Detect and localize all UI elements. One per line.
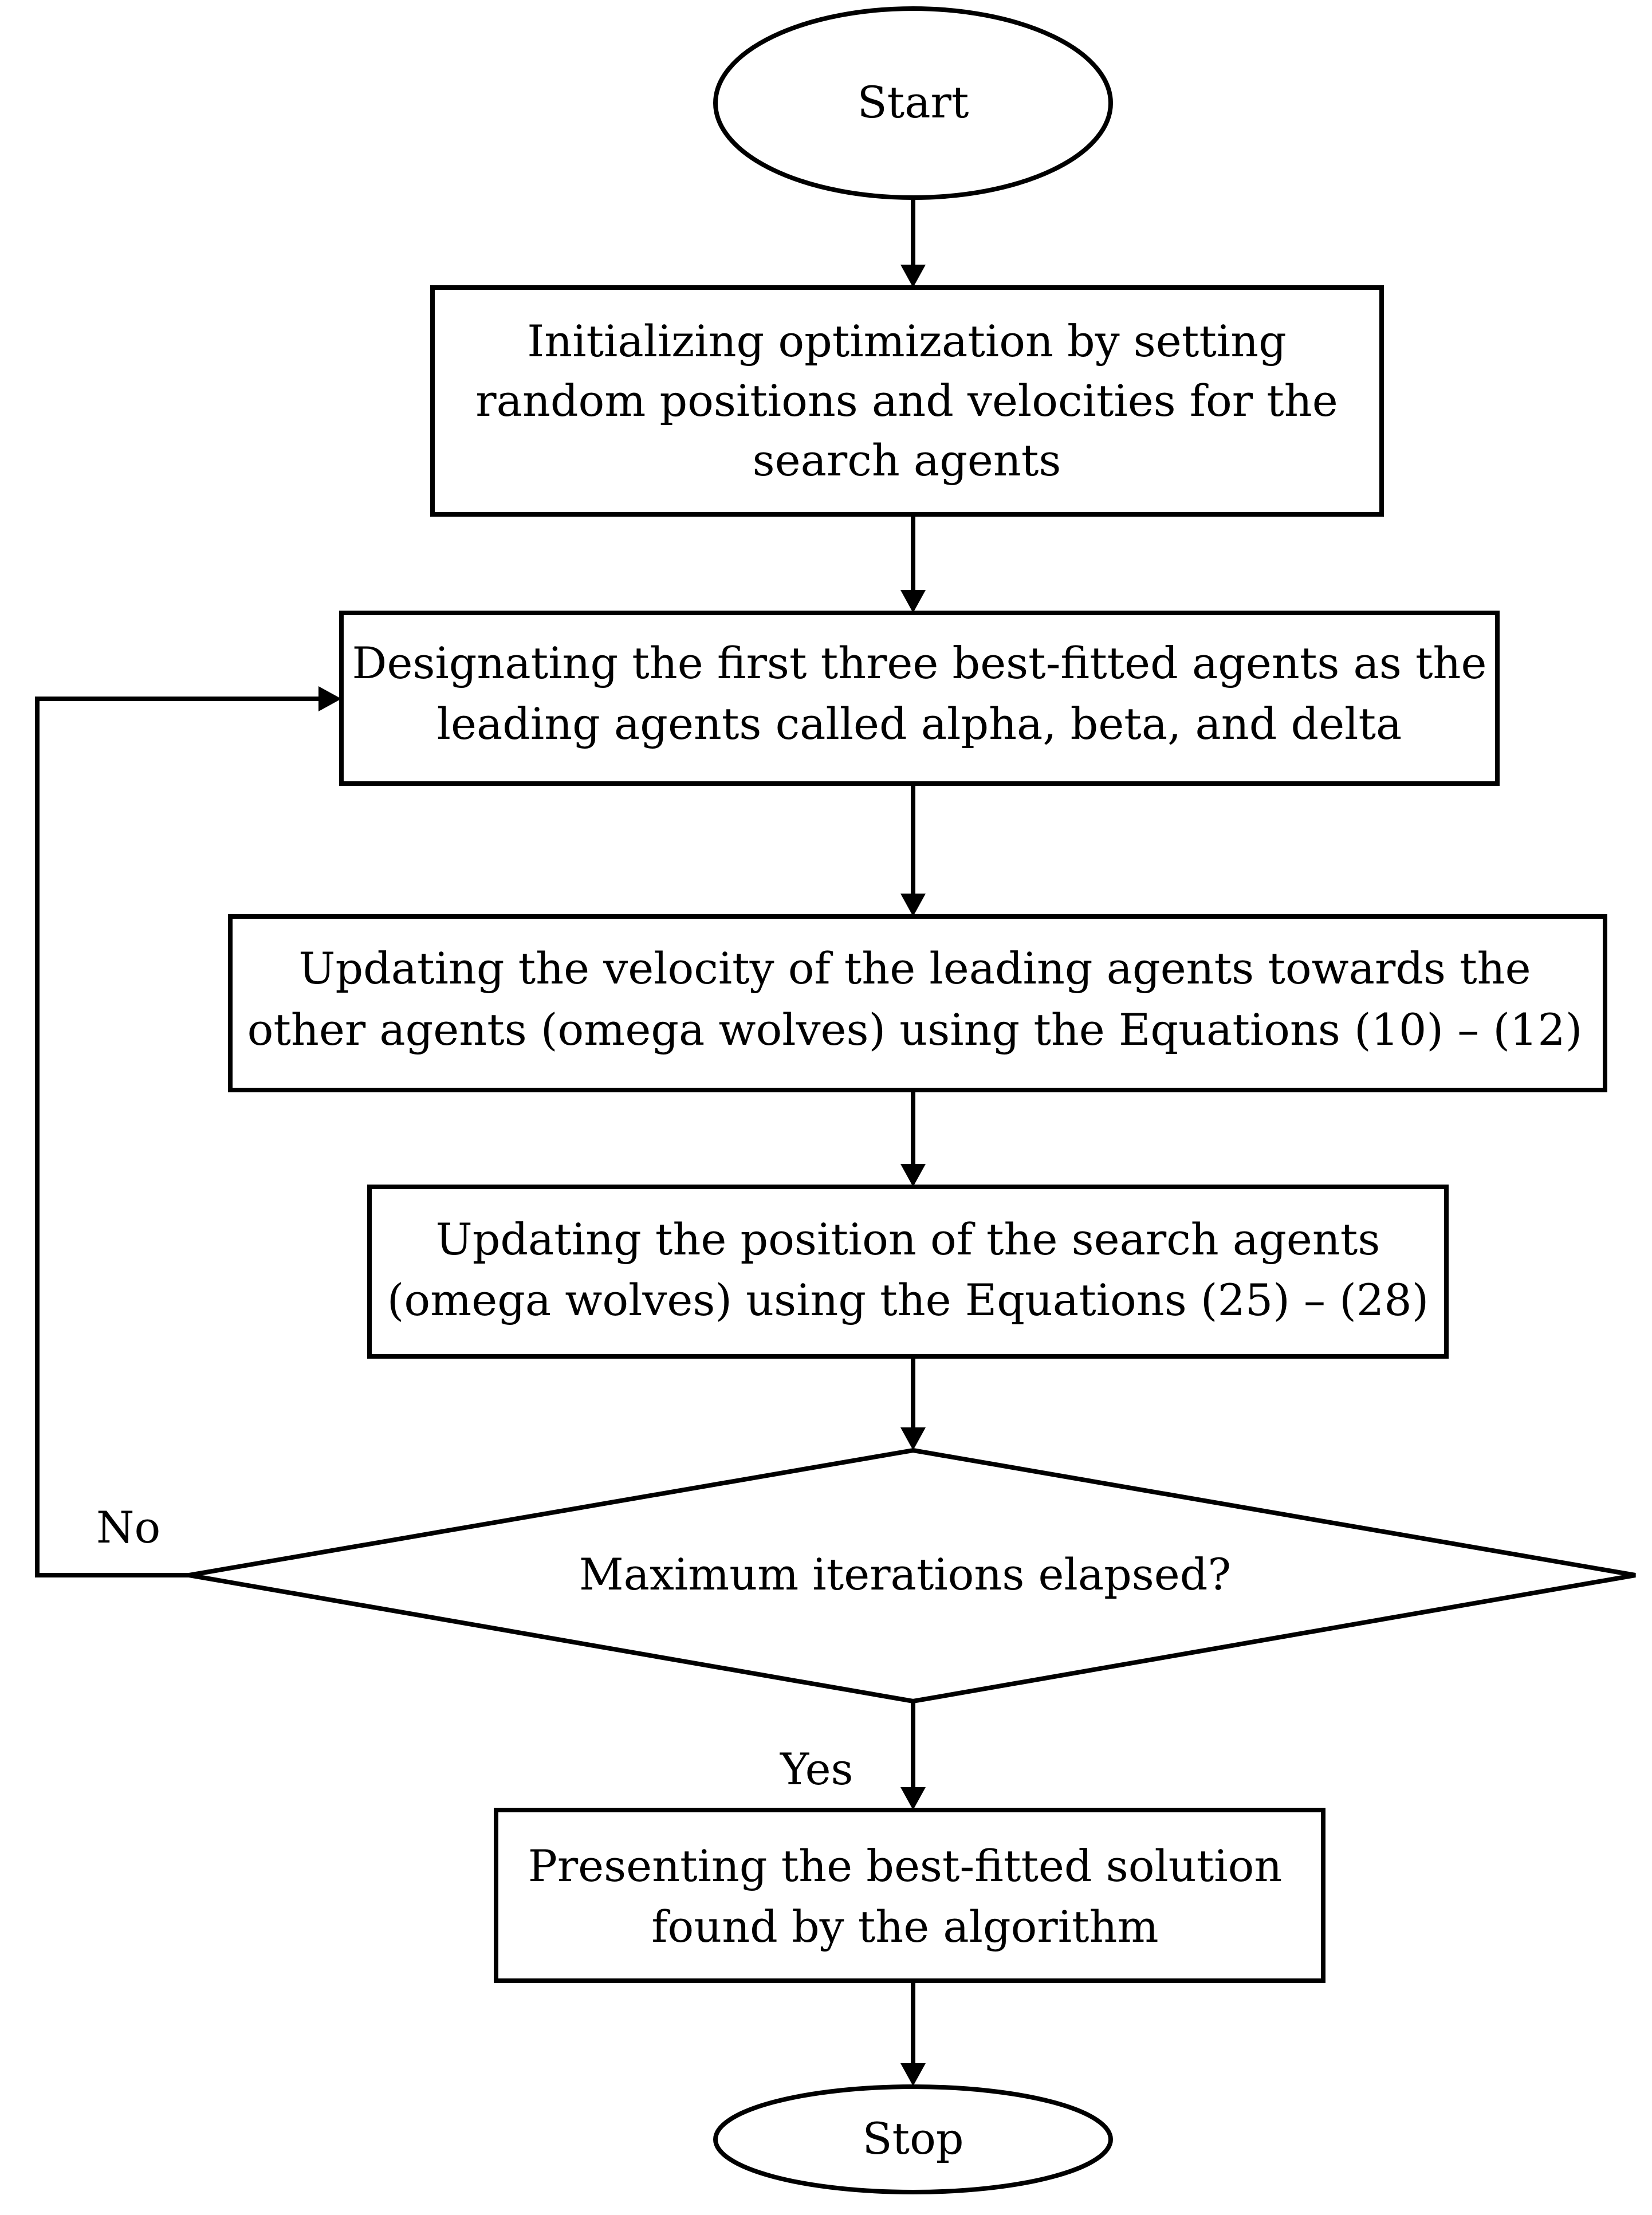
designate-process-line-1: Designating the first three best-fitted …	[352, 638, 1487, 689]
designate-process: Designating the first three best-fitted …	[339, 611, 1500, 786]
stop-terminator-label: Stop	[862, 2113, 963, 2164]
edge-decision-no-loop	[35, 697, 328, 1577]
init-process-shape	[430, 285, 1384, 517]
update-position-process-line-2: (omega wolves) using the Equations (25) …	[387, 1274, 1429, 1325]
arrowhead-update-velocity-to-update-position	[900, 1164, 926, 1187]
start-terminator-shape	[713, 6, 1113, 200]
start-terminator: Start	[713, 6, 1113, 200]
update-velocity-process-shape	[228, 914, 1607, 1092]
present-process-line-1: Presenting the best-fitted solution	[528, 1840, 1283, 1891]
update-velocity-process-line-1: Updating the velocity of the leading age…	[298, 943, 1531, 994]
edge-label-no: No	[96, 1502, 160, 1553]
decision-diamond-shape	[188, 1447, 1636, 1704]
arrowhead-decision-no-loop	[318, 686, 341, 711]
init-process-line-2: random positions and velocities for the	[475, 375, 1338, 426]
update-velocity-process: Updating the velocity of the leading age…	[228, 914, 1607, 1092]
designate-process-shape	[339, 611, 1500, 786]
present-process-line-2: found by the algorithm	[651, 1901, 1158, 1952]
present-process-shape	[494, 1808, 1325, 1983]
arrowhead-update-position-to-decision	[900, 1427, 926, 1450]
designate-process-line-2: leading agents called alpha, beta, and d…	[437, 698, 1402, 749]
arrowhead-init-to-designate	[900, 590, 926, 613]
connectors	[35, 198, 926, 2086]
update-position-process-line-1: Updating the position of the search agen…	[436, 1214, 1380, 1265]
arrowhead-present-to-stop	[900, 2063, 926, 2086]
init-process-line-3: search agents	[753, 435, 1061, 486]
stop-terminator: Stop	[713, 2084, 1113, 2194]
present-process: Presenting the best-fitted solution foun…	[494, 1808, 1325, 1983]
arrowhead-designate-to-update-velocity	[900, 894, 926, 916]
init-process-line-1: Initializing optimization by setting	[527, 316, 1287, 367]
decision-diamond: Maximum iterations elapsed?	[188, 1447, 1636, 1704]
update-position-process-shape	[367, 1185, 1449, 1359]
arrowhead-start-to-init	[900, 265, 926, 288]
start-terminator-label: Start	[858, 77, 969, 128]
init-process: Initializing optimization by setting ran…	[430, 285, 1384, 517]
update-velocity-process-line-2: other agents (omega wolves) using the Eq…	[247, 1004, 1583, 1055]
edge-label-yes: Yes	[780, 1744, 853, 1795]
arrowhead-decision-yes	[900, 1787, 926, 1810]
update-position-process: Updating the position of the search agen…	[367, 1185, 1449, 1359]
decision-diamond-label: Maximum iterations elapsed?	[579, 1549, 1231, 1600]
stop-terminator-shape	[713, 2084, 1113, 2194]
